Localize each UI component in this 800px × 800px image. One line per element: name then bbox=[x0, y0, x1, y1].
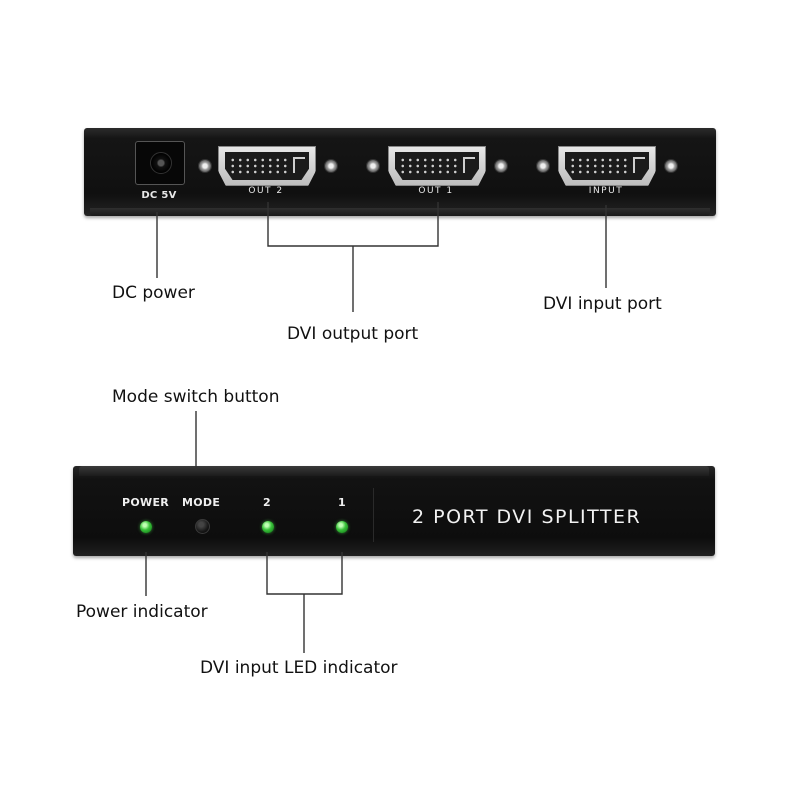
callout-dvi-output-port: DVI output port bbox=[287, 324, 419, 344]
input-2-led bbox=[262, 521, 274, 533]
dvi-output-bracket bbox=[267, 202, 439, 247]
dc-power-jack bbox=[135, 141, 185, 185]
out2-right-screw bbox=[324, 159, 338, 173]
out1-right-screw bbox=[494, 159, 508, 173]
callout-mode-switch-button: Mode switch button bbox=[112, 387, 280, 407]
mode-switch-button bbox=[195, 519, 210, 534]
input-left-screw bbox=[536, 159, 550, 173]
dvi-out1-port bbox=[388, 146, 486, 186]
input-right-screw bbox=[664, 159, 678, 173]
mode-label: MODE bbox=[182, 496, 221, 509]
led-2-label: 2 bbox=[263, 496, 271, 509]
device-title: 2 PORT DVI SPLITTER bbox=[412, 506, 642, 528]
dc-jack-label: DC 5V bbox=[141, 190, 177, 201]
input-1-led bbox=[336, 521, 348, 533]
front-panel bbox=[73, 466, 715, 556]
power-label: POWER bbox=[122, 496, 170, 509]
out1-left-screw bbox=[366, 159, 380, 173]
callout-dvi-input-port: DVI input port bbox=[543, 294, 662, 314]
led-1-label: 1 bbox=[338, 496, 346, 509]
dvi-out2-port bbox=[218, 146, 316, 186]
callout-power-indicator: Power indicator bbox=[76, 602, 208, 622]
dvi-input-port bbox=[558, 146, 656, 186]
out1-label: OUT 1 bbox=[418, 186, 454, 196]
callout-dvi-input-led-indicator: DVI input LED indicator bbox=[200, 658, 398, 678]
input-label: INPUT bbox=[588, 186, 624, 196]
out2-left-screw bbox=[198, 159, 212, 173]
power-led bbox=[140, 521, 152, 533]
led-indicator-bracket bbox=[266, 552, 343, 595]
callout-dc-power: DC power bbox=[112, 283, 195, 303]
out2-label: OUT 2 bbox=[248, 186, 284, 196]
